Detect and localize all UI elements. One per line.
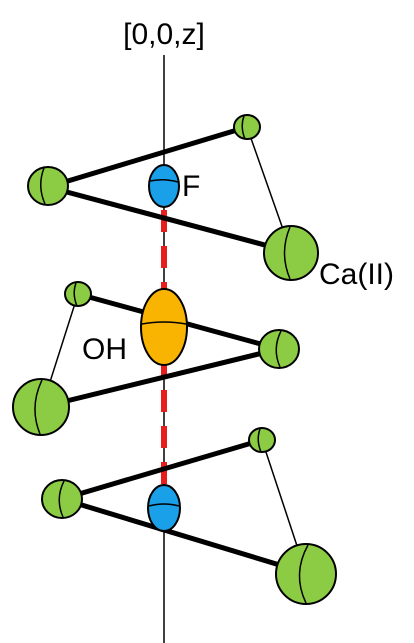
calcium-atom <box>263 225 319 281</box>
calcium-label: Ca(II) <box>319 258 394 291</box>
fluoride-ion-bottom <box>147 484 181 532</box>
calcium-atom <box>275 543 337 605</box>
calcium-atom <box>233 114 261 140</box>
axis-label: [0,0,z] <box>123 18 205 51</box>
calcium-atom <box>248 427 276 453</box>
calcium-atom <box>258 329 300 369</box>
calcium-atom <box>41 479 83 519</box>
hydroxide-label: OH <box>82 333 127 366</box>
fluoride-ion-top <box>148 164 180 208</box>
calcium-atom <box>64 281 92 307</box>
calcium-atom <box>12 378 70 436</box>
hydroxide-ion <box>140 288 188 366</box>
calcium-triangle-bottom <box>61 437 307 576</box>
fluoride-label: F <box>182 170 200 203</box>
calcium-atom <box>27 166 69 206</box>
